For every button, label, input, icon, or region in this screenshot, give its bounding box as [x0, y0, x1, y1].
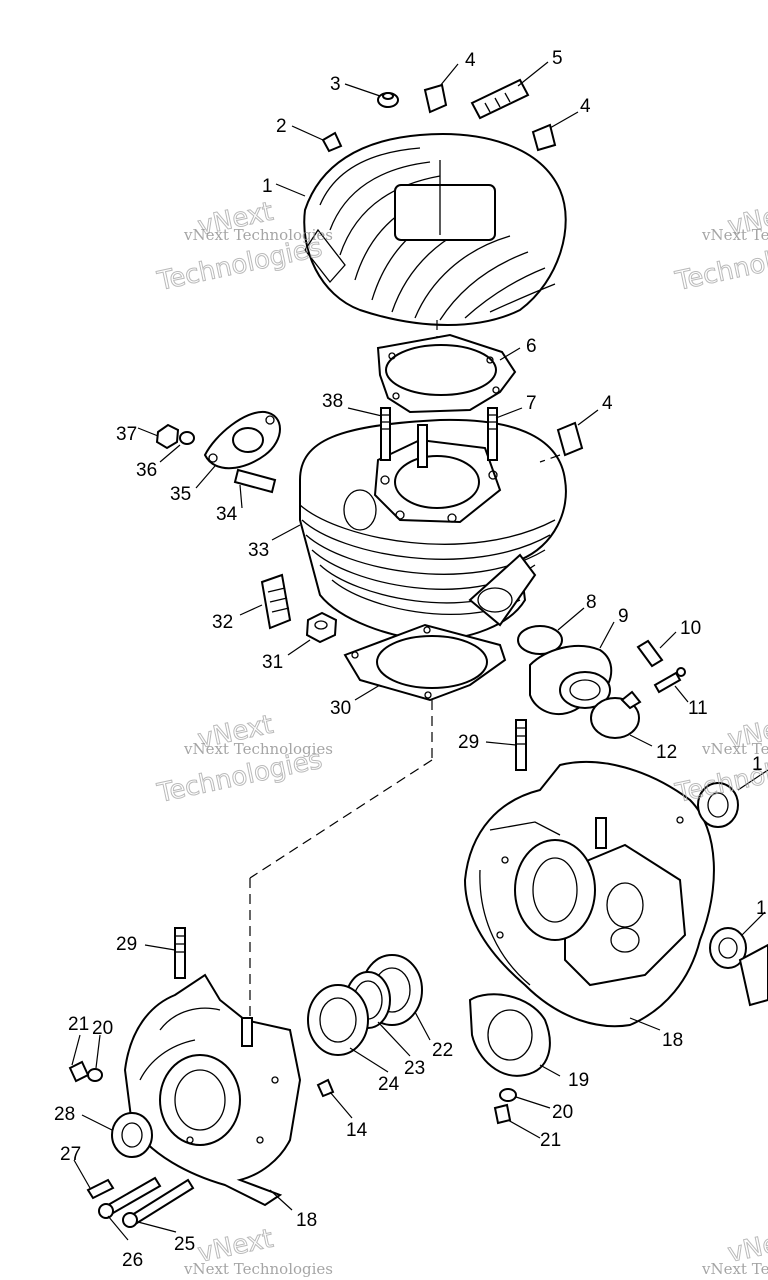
bolt-25 — [122, 1178, 195, 1228]
label-1-edge-top: 1 — [752, 754, 763, 775]
nut-31 — [305, 611, 338, 644]
label-6: 6 — [526, 336, 537, 357]
o-ring-8 — [517, 625, 563, 655]
label-26: 26 — [122, 1250, 143, 1271]
stud-38 — [380, 407, 391, 461]
label-31: 31 — [262, 652, 283, 673]
watermark-left-bottom: vNext vNext Technologies — [183, 1223, 333, 1278]
watermark-small: vNext Technologies — [183, 226, 333, 244]
watermark-small: vNext Technologies — [183, 1260, 333, 1278]
screw-21-left — [68, 1060, 90, 1083]
cylinder-head — [303, 133, 567, 370]
label-1: 1 — [262, 176, 273, 197]
cylinder — [299, 418, 567, 642]
stud-29-left — [174, 927, 186, 979]
stud-center — [417, 424, 428, 468]
callout-labels: 1 2 3 4 5 4 6 38 7 4 37 36 35 34 33 32 3… — [54, 48, 767, 1271]
seal-right-top — [697, 782, 739, 828]
label-30: 30 — [330, 698, 351, 719]
label-4-right: 4 — [580, 96, 591, 117]
label-32: 32 — [212, 612, 233, 633]
head-gasket — [376, 333, 517, 414]
label-2: 2 — [276, 116, 287, 137]
base-gasket — [249, 623, 507, 1020]
intake-manifold-9 — [529, 645, 613, 715]
clamp-12 — [590, 690, 642, 739]
seal-28 — [111, 1112, 153, 1158]
decal-5 — [470, 78, 530, 120]
label-14: 14 — [346, 1120, 368, 1141]
label-25: 25 — [174, 1234, 195, 1255]
crankcase-right — [463, 761, 715, 1028]
watermark-small: vNext Technologies — [701, 740, 768, 758]
screw-10 — [636, 639, 664, 668]
label-4-top: 4 — [465, 50, 476, 71]
label-37: 37 — [116, 424, 137, 445]
label-3: 3 — [330, 74, 341, 95]
label-1-edge-bottom: 1 — [756, 898, 767, 919]
bolt-26 — [98, 1176, 162, 1219]
label-5: 5 — [552, 48, 563, 69]
watermark-small: vNext Technologies — [701, 1260, 768, 1278]
label-9: 9 — [618, 606, 629, 627]
label-4-cylinder: 4 — [602, 393, 613, 414]
label-29-right: 29 — [458, 732, 479, 753]
stud-34 — [233, 468, 277, 494]
nut-3 — [377, 92, 399, 108]
label-18-right: 18 — [662, 1030, 683, 1051]
seal-right-bottom — [709, 927, 747, 969]
cover-right-edge — [738, 943, 768, 1007]
label-8: 8 — [586, 592, 597, 613]
grommet-4-top — [423, 83, 448, 114]
label-29-left: 29 — [116, 934, 137, 955]
label-34: 34 — [216, 504, 238, 525]
label-19: 19 — [568, 1070, 589, 1091]
label-28: 28 — [54, 1104, 75, 1125]
stud-7 — [487, 407, 498, 461]
label-7: 7 — [526, 393, 537, 414]
label-22: 22 — [432, 1040, 453, 1061]
dowel-14 — [316, 1078, 335, 1098]
washer-36 — [179, 431, 195, 445]
label-12: 12 — [656, 742, 677, 763]
leader-lines — [71, 61, 768, 1241]
nut-37 — [155, 423, 180, 450]
exhaust-gasket-35 — [203, 410, 281, 470]
label-35: 35 — [170, 484, 191, 505]
stud-29-right — [515, 719, 527, 771]
watermark-small: vNext Technologies — [701, 226, 768, 244]
bearing-24 — [307, 984, 369, 1056]
crankcase-left — [123, 973, 302, 1207]
label-21-right: 21 — [540, 1130, 561, 1151]
label-38: 38 — [322, 391, 343, 412]
grommet-4-right — [531, 123, 557, 152]
label-23: 23 — [404, 1058, 425, 1079]
label-11: 11 — [688, 698, 708, 719]
screw-11 — [653, 667, 686, 694]
label-10: 10 — [680, 618, 701, 639]
washer-20-right — [499, 1088, 517, 1102]
label-27: 27 — [60, 1144, 81, 1165]
grommet-4-cylinder — [539, 421, 584, 463]
cover-gasket-19 — [468, 993, 551, 1077]
label-24: 24 — [378, 1074, 400, 1095]
watermark-right-top: vNext vNext Technologies Technologies — [672, 196, 768, 297]
label-36: 36 — [136, 460, 157, 481]
bolt-27 — [86, 1178, 115, 1200]
watermark-small: vNext Technologies — [183, 740, 333, 758]
stud-crankcase-left — [241, 1017, 253, 1047]
screw-21-right — [493, 1103, 512, 1125]
label-20-left: 20 — [92, 1018, 113, 1039]
decal-32 — [260, 573, 292, 630]
stud-crankcase-right — [595, 817, 607, 849]
watermark-right-bottom: vNext vNext Technologies — [701, 1223, 768, 1278]
label-33: 33 — [248, 540, 269, 561]
label-18-left: 18 — [296, 1210, 317, 1231]
label-20-right: 20 — [552, 1102, 573, 1123]
label-21-left: 21 — [68, 1014, 89, 1035]
watermark-left-mid: vNext vNext Technologies Technologies — [154, 709, 333, 809]
washer-20-left — [87, 1068, 103, 1082]
washer-2 — [321, 131, 343, 153]
